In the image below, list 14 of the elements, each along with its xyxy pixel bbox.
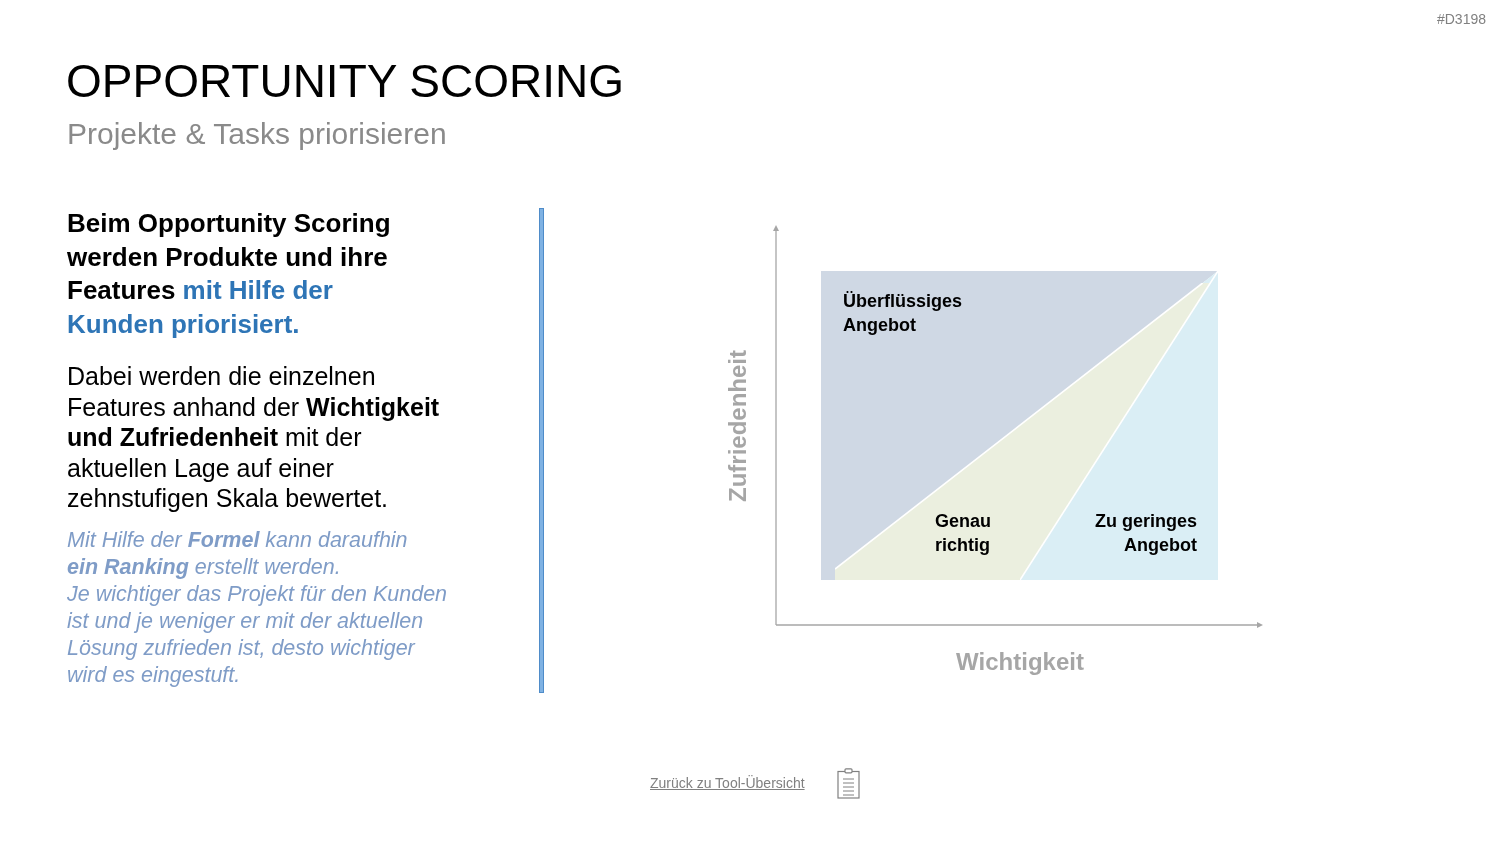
x-axis-label: Wichtigkeit (956, 648, 1084, 676)
y-axis-label: Zufriedenheit (724, 350, 752, 502)
ranking-note: Je wichtiger das Projekt für den Kunden ist und je weniger er mit der aktuellen Lösung zufrieden ist, desto wichtiger wird es eingestuft. (67, 580, 449, 689)
lower-right-triangle-region (1020, 271, 1218, 580)
region-label: Überflüssiges Angebot (843, 290, 964, 337)
slide-id: #D3198 (1436, 11, 1486, 28)
slide-title: OPPORTUNITY SCORING (66, 56, 625, 106)
region-label: Zu geringes Angebot (1094, 510, 1197, 557)
formula-note: Mit Hilfe der Formel kann daraufhin ein Ranking erstellt werden. (67, 526, 409, 581)
subtitle: Projekte & Tasks priorisieren (67, 116, 447, 152)
region-label: Genau richtig (935, 510, 992, 557)
back-link: Zurück zu Tool-Übersicht (650, 775, 805, 792)
intro-paragraph: Beim Opportunity Scoring werden Produkte und ihre Features mit Hilfe der Kunden priorisiert. (67, 207, 392, 341)
body-paragraph: Dabei werden die einzelnen Features anhand der Wichtigkeit und Zufriedenheit mit der aktuellen Lage auf einer zehnstufigen Skala bewertet. (67, 361, 441, 514)
